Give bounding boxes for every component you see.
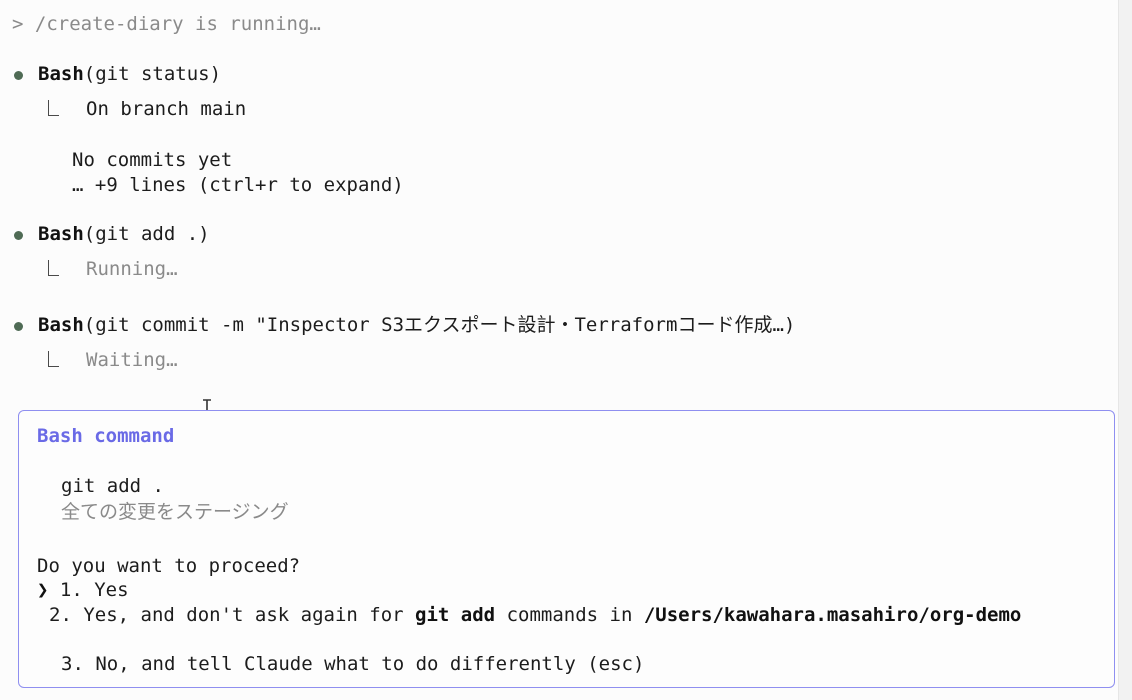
command-running-status: > /create-diary is running…: [12, 13, 321, 35]
tool-call-git-status: Bash(git status): [38, 62, 221, 86]
window-edge: [1119, 0, 1132, 700]
permission-prompt-box: Bash command git add . 全ての変更をステージング Do y…: [18, 410, 1115, 688]
tool-status: Waiting…: [86, 349, 178, 371]
tool-output-line: No commits yet: [72, 149, 233, 171]
tool-args: (git status): [83, 63, 222, 85]
option-label: 1. Yes: [59, 579, 129, 601]
prompt-title: Bash command: [37, 425, 175, 447]
option-yes-dont-ask-again[interactable]: 2. Yes, and don't ask again for git add …: [49, 603, 1021, 627]
prompt-command-description: 全ての変更をステージング: [61, 501, 289, 523]
tool-status: Running…: [86, 258, 178, 280]
tool-name: Bash: [38, 63, 84, 85]
tool-call-git-commit: Bash(git commit -m "Inspector S3エクスポート設計…: [38, 313, 795, 337]
option-path: /Users/kawahara.masahiro/org-demo: [643, 604, 1022, 626]
tool-args: (git commit -m "Inspector S3エクスポート設計・Ter…: [83, 314, 796, 336]
expand-hint: … +9 lines (ctrl+r to expand): [72, 174, 404, 196]
tree-elbow-icon: [48, 100, 59, 116]
bullet-icon: [14, 71, 23, 80]
tree-elbow-icon: [48, 351, 59, 367]
option-label-mid: commands in: [495, 604, 644, 626]
prompt-question: Do you want to proceed?: [37, 555, 301, 577]
tool-name: Bash: [38, 314, 84, 336]
tool-args: (git add .): [83, 223, 210, 245]
option-no-tell-claude[interactable]: 3. No, and tell Claude what to do differ…: [61, 653, 645, 675]
prompt-command: git add .: [61, 475, 164, 497]
option-yes[interactable]: ❯ 1. Yes: [37, 578, 129, 602]
option-label: 2. Yes, and don't ask again for: [49, 604, 416, 626]
option-command: git add: [415, 604, 496, 626]
selection-pointer-icon: ❯: [37, 579, 49, 601]
bullet-icon: [14, 322, 23, 331]
tool-call-git-add: Bash(git add .): [38, 222, 210, 246]
bullet-icon: [14, 231, 23, 240]
tree-elbow-icon: [48, 260, 59, 276]
tool-output-line: On branch main: [86, 98, 247, 120]
tool-name: Bash: [38, 223, 84, 245]
